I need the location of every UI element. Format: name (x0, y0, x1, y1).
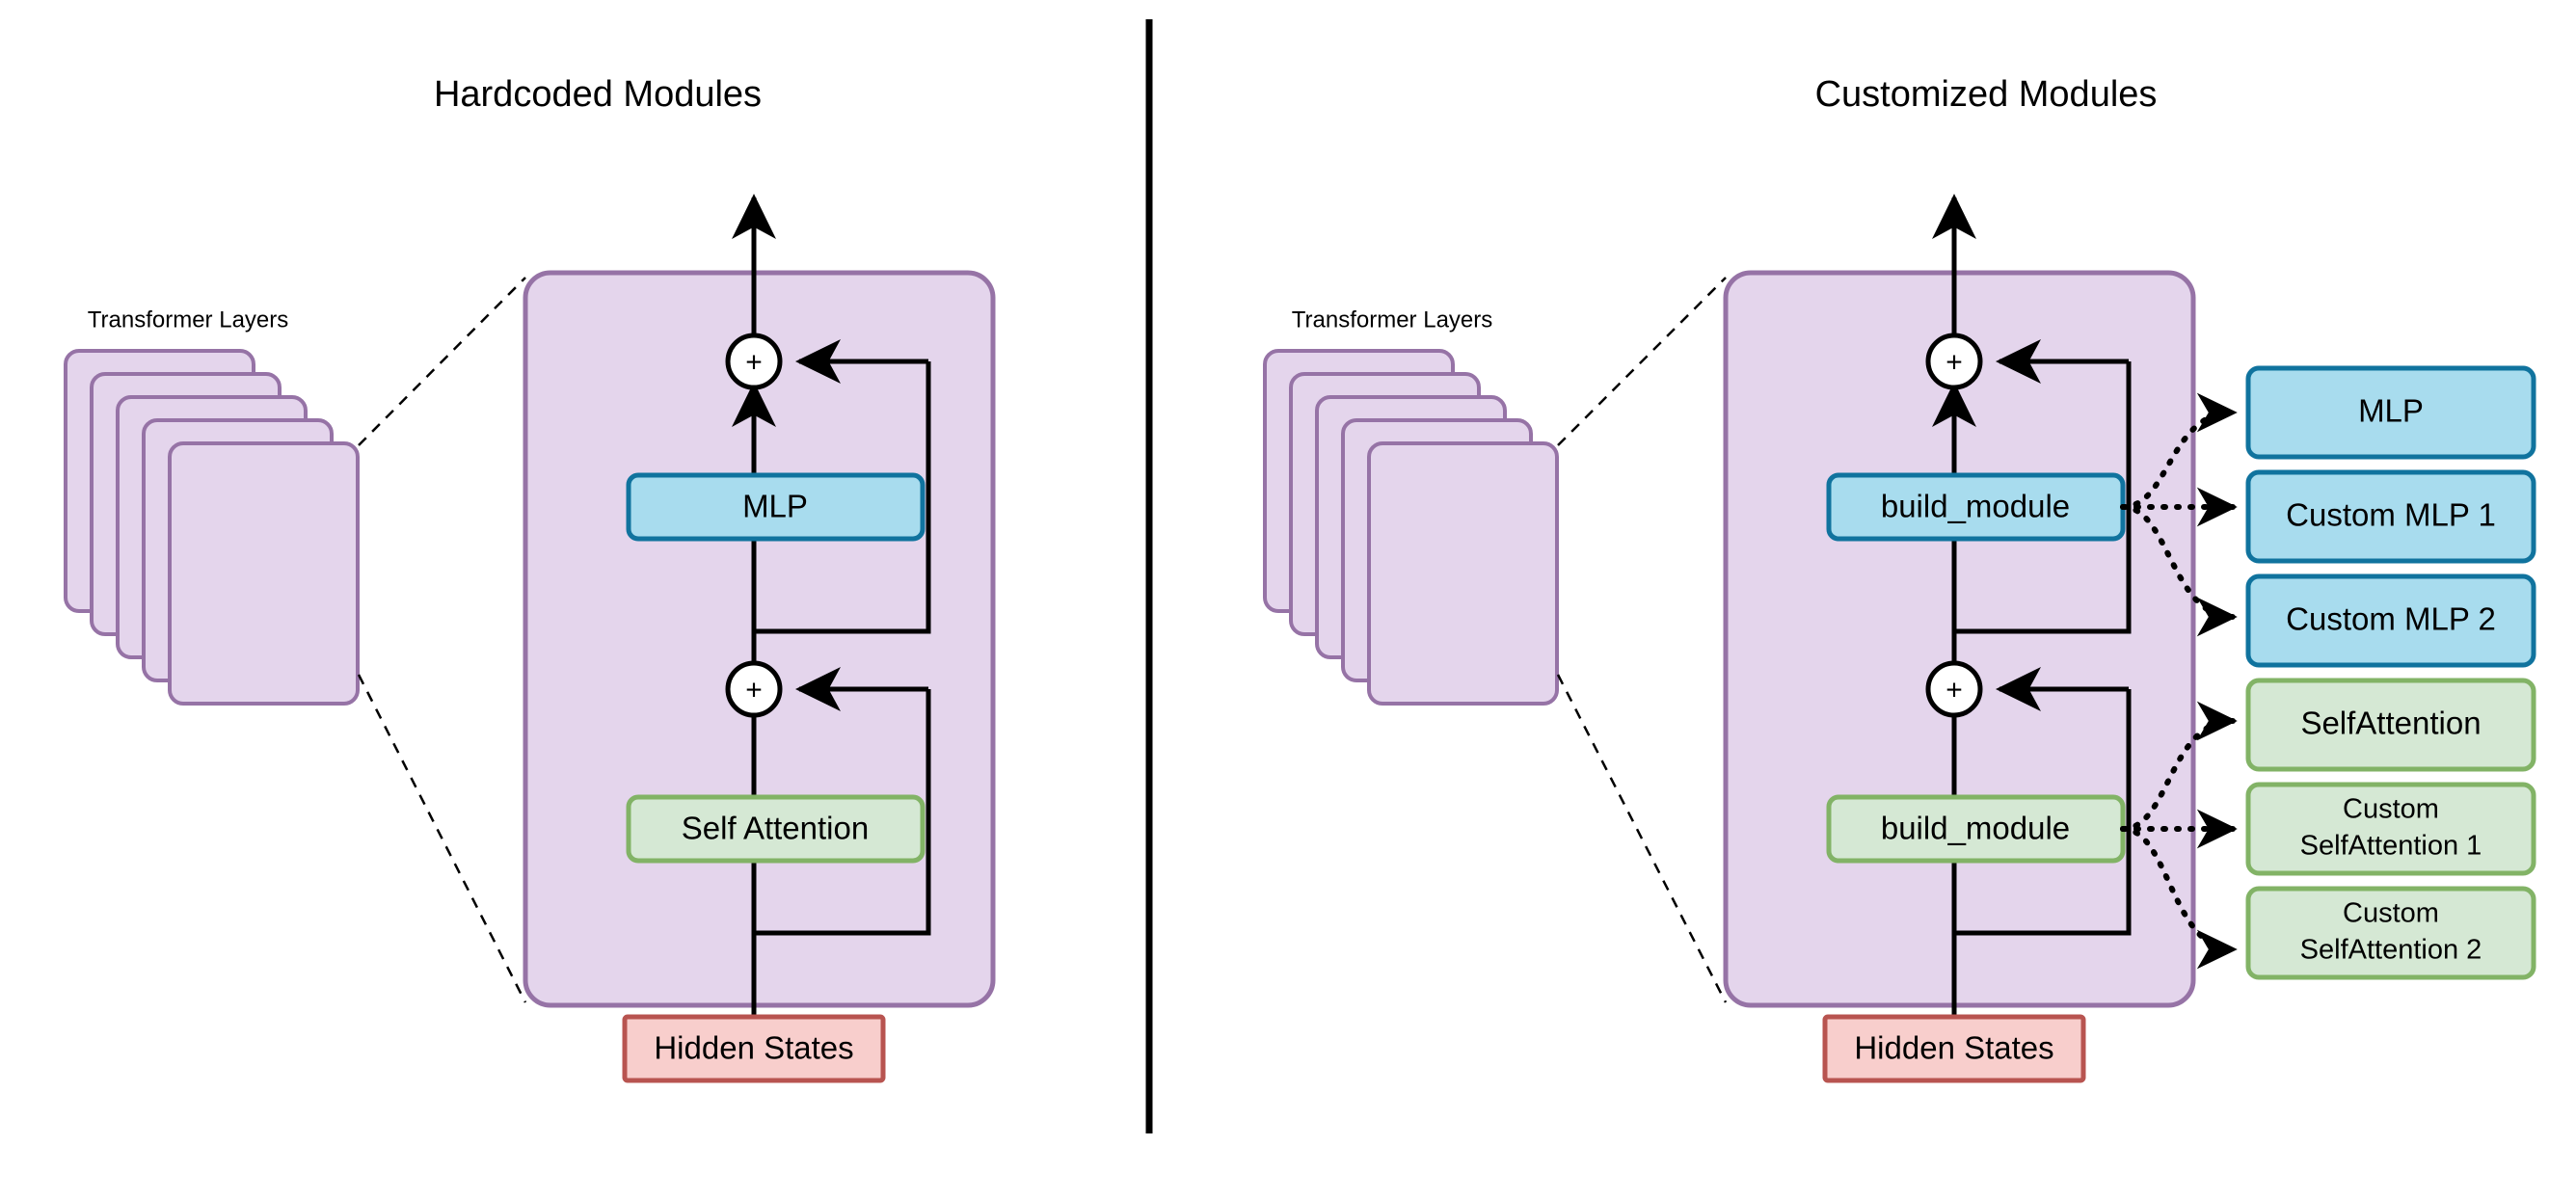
page-title-customized: Customized Modules (1815, 74, 2158, 115)
module-box-self-attention-hardcoded[interactable]: Self Attention (626, 794, 926, 864)
dispatch-target-self-attention[interactable]: SelfAttention (2245, 678, 2536, 772)
leader-line-top-hardcoded (358, 277, 526, 446)
module-rect (626, 472, 926, 542)
stack-label-hardcoded: Transformer Layers (88, 306, 289, 333)
target-label: MLP (2358, 393, 2424, 429)
dispatch-target-custom-selfattention-2[interactable]: Custom SelfAttention 2 (2245, 886, 2536, 980)
module-label: build_module (1881, 811, 2070, 846)
module-label: Self Attention (682, 811, 869, 846)
target-label-line2: SelfAttention 1 (2300, 831, 2482, 862)
residual-path-bottom-customized (1954, 689, 2132, 936)
target-label-line2: SelfAttention 2 (2300, 935, 2482, 966)
dispatch-target-custom-selfattention-1[interactable]: Custom SelfAttention 1 (2245, 782, 2536, 876)
target-label-line1: Custom (2343, 898, 2439, 929)
target-label-line1: Custom (2343, 794, 2439, 825)
module-rect (626, 794, 926, 864)
residual-add-top-hardcoded: + (725, 333, 783, 390)
stack-card (168, 441, 360, 706)
plus-icon: + (745, 675, 763, 706)
module-box-mlp-hardcoded[interactable]: MLP (626, 472, 926, 542)
input-node-hidden-states-customized[interactable]: Hidden States (1822, 1014, 2086, 1083)
residual-add-top-customized: + (1925, 333, 1983, 390)
leader-line-bottom-customized (1556, 674, 1728, 1003)
target-rect (2245, 573, 2536, 668)
plus-icon: + (745, 347, 763, 379)
leader-line-top-customized (1557, 277, 1727, 446)
target-rect (2245, 678, 2536, 772)
target-rect (2245, 365, 2536, 460)
panel-customized: Customized Modules Transformer Layers (1263, 74, 2536, 1083)
stack-card (1367, 441, 1559, 706)
plus-icon: + (1945, 675, 1963, 706)
residual-path-bottom-hardcoded (754, 689, 931, 936)
target-label: Custom MLP 1 (2286, 497, 2496, 533)
module-box-build-module-mlp[interactable]: build_module (1826, 472, 2126, 542)
dispatch-line-self-attention (2120, 701, 2238, 832)
stack-label-customized: Transformer Layers (1292, 306, 1493, 333)
module-label: build_module (1881, 489, 2070, 524)
dispatch-target-mlp[interactable]: MLP (2245, 365, 2536, 460)
dispatch-target-custom-mlp-1[interactable]: Custom MLP 1 (2245, 469, 2536, 564)
transformer-layers-stack-hardcoded[interactable] (64, 349, 360, 706)
input-label: Hidden States (1854, 1030, 2053, 1066)
input-rect (622, 1014, 886, 1083)
target-rect (2245, 782, 2536, 876)
dispatch-target-custom-mlp-2[interactable]: Custom MLP 2 (2245, 573, 2536, 668)
residual-add-bottom-customized: + (1925, 660, 1983, 718)
residual-path-top-hardcoded (754, 361, 931, 634)
residual-add-bottom-hardcoded: + (725, 660, 783, 718)
module-label: MLP (742, 489, 808, 524)
module-box-build-module-attention[interactable]: build_module (1826, 794, 2126, 864)
dispatch-line-custom-selfattention-2 (2120, 826, 2238, 970)
page-title-hardcoded: Hardcoded Modules (434, 74, 762, 115)
residual-path-top-customized (1954, 361, 2132, 634)
input-node-hidden-states-hardcoded[interactable]: Hidden States (622, 1014, 886, 1083)
input-rect (1822, 1014, 2086, 1083)
dispatch-line-custom-mlp-2 (2120, 504, 2238, 637)
panel-hardcoded: Hardcoded Modules Transformer Layers (64, 74, 996, 1083)
plus-icon: + (1945, 347, 1963, 379)
target-label: SelfAttention (2300, 706, 2481, 741)
target-rect (2245, 469, 2536, 564)
dispatch-line-mlp (2120, 392, 2238, 510)
target-label: Custom MLP 2 (2286, 601, 2496, 637)
target-rect (2245, 886, 2536, 980)
leader-line-bottom-hardcoded (357, 674, 527, 1003)
transformer-layers-stack-customized[interactable] (1263, 349, 1559, 706)
input-label: Hidden States (654, 1030, 853, 1066)
